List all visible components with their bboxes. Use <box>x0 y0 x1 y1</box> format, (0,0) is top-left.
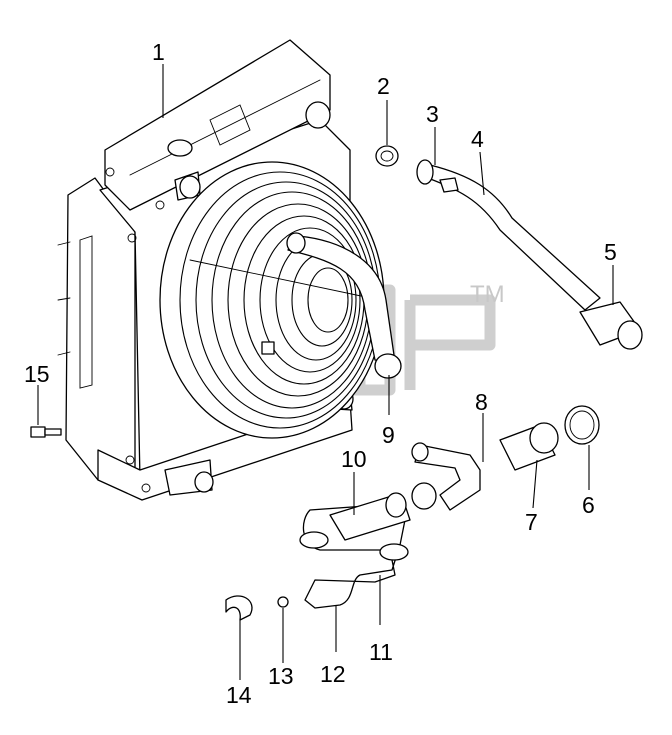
callout-labels: 1 2 3 4 5 6 7 8 9 10 11 12 13 14 15 <box>24 39 617 708</box>
hose-8 <box>411 442 481 511</box>
callout-10: 10 <box>341 446 367 472</box>
callout-4: 4 <box>471 126 484 152</box>
clamp-6 <box>564 405 600 445</box>
filler-cap <box>167 139 193 157</box>
callout-15: 15 <box>24 361 50 387</box>
callout-3: 3 <box>426 101 439 127</box>
callout-11: 11 <box>369 639 393 665</box>
callout-5: 5 <box>604 239 617 265</box>
watermark-trademark: TM <box>470 281 505 308</box>
callout-13: 13 <box>268 663 294 689</box>
callout-7: 7 <box>525 509 538 535</box>
callout-1: 1 <box>152 39 165 65</box>
nut-13 <box>277 596 289 608</box>
leader-lines <box>37 64 614 680</box>
hose-end-5 <box>579 301 643 350</box>
bracket-14 <box>225 595 253 621</box>
callout-2: 2 <box>377 73 390 99</box>
hose-4 <box>416 159 601 311</box>
fan-guard <box>159 161 385 439</box>
hose-7 <box>499 422 559 471</box>
callout-9: 9 <box>382 422 395 448</box>
callout-12: 12 <box>320 661 346 687</box>
bolt-15 <box>30 426 62 438</box>
hose-9 <box>286 232 402 379</box>
clamp-2 <box>375 145 399 167</box>
pipe-assembly-10-11-12 <box>299 482 437 609</box>
callout-8: 8 <box>475 389 488 415</box>
callout-14: 14 <box>226 682 252 708</box>
callout-6: 6 <box>582 492 595 518</box>
